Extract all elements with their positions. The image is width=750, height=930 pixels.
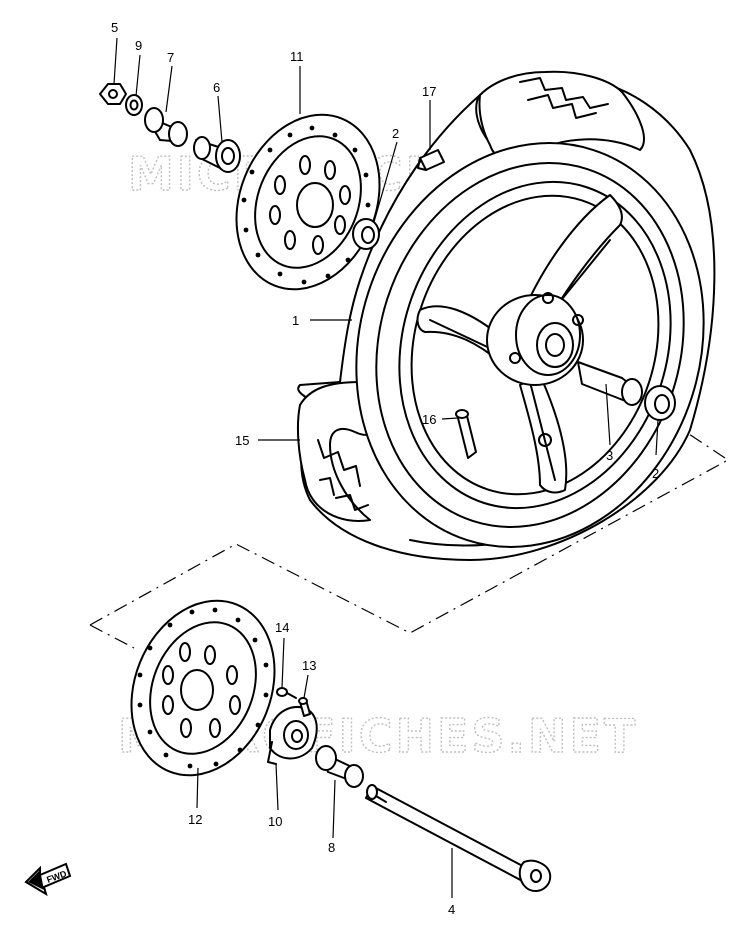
label-15: 15 [235, 433, 249, 448]
collar-bottom[interactable] [315, 745, 364, 788]
wheel-rim[interactable] [305, 98, 750, 593]
label-13: 13 [302, 658, 316, 673]
speedometer-gearbox[interactable] [267, 706, 318, 765]
spacer-top[interactable] [144, 107, 188, 147]
label-5: 5 [111, 20, 118, 35]
bearing-left[interactable] [352, 218, 380, 250]
label-2-right: 2 [652, 466, 659, 481]
collar-top[interactable] [193, 136, 241, 173]
assembly-outline [89, 427, 730, 649]
brake-disc-bottom[interactable] [106, 579, 300, 797]
leader-lines [113, 37, 659, 898]
label-12: 12 [188, 812, 202, 827]
washer-small[interactable] [276, 687, 297, 699]
label-17: 17 [422, 84, 436, 99]
washer-top[interactable] [125, 94, 143, 116]
balancer[interactable] [417, 149, 445, 171]
axle-nut[interactable] [99, 83, 127, 105]
bearing-right[interactable] [644, 385, 676, 421]
label-10: 10 [268, 814, 282, 829]
label-7: 7 [167, 50, 174, 65]
bolt-small[interactable] [298, 697, 311, 717]
label-11: 11 [290, 49, 304, 64]
label-1: 1 [292, 313, 299, 328]
label-16: 16 [422, 412, 436, 427]
label-4: 4 [448, 902, 455, 917]
brake-disc-top[interactable] [211, 93, 405, 311]
spacer-right[interactable] [577, 361, 643, 406]
axle[interactable] [365, 784, 552, 892]
label-3: 3 [606, 448, 613, 463]
label-6: 6 [213, 80, 220, 95]
part-labels: 5 9 7 6 11 17 2 1 15 16 3 2 14 13 12 10 … [111, 20, 659, 917]
label-9: 9 [135, 38, 142, 53]
forward-arrow: FWD [24, 862, 72, 897]
label-14: 14 [275, 620, 289, 635]
label-2-top: 2 [392, 126, 399, 141]
valve[interactable] [455, 409, 477, 459]
label-8: 8 [328, 840, 335, 855]
